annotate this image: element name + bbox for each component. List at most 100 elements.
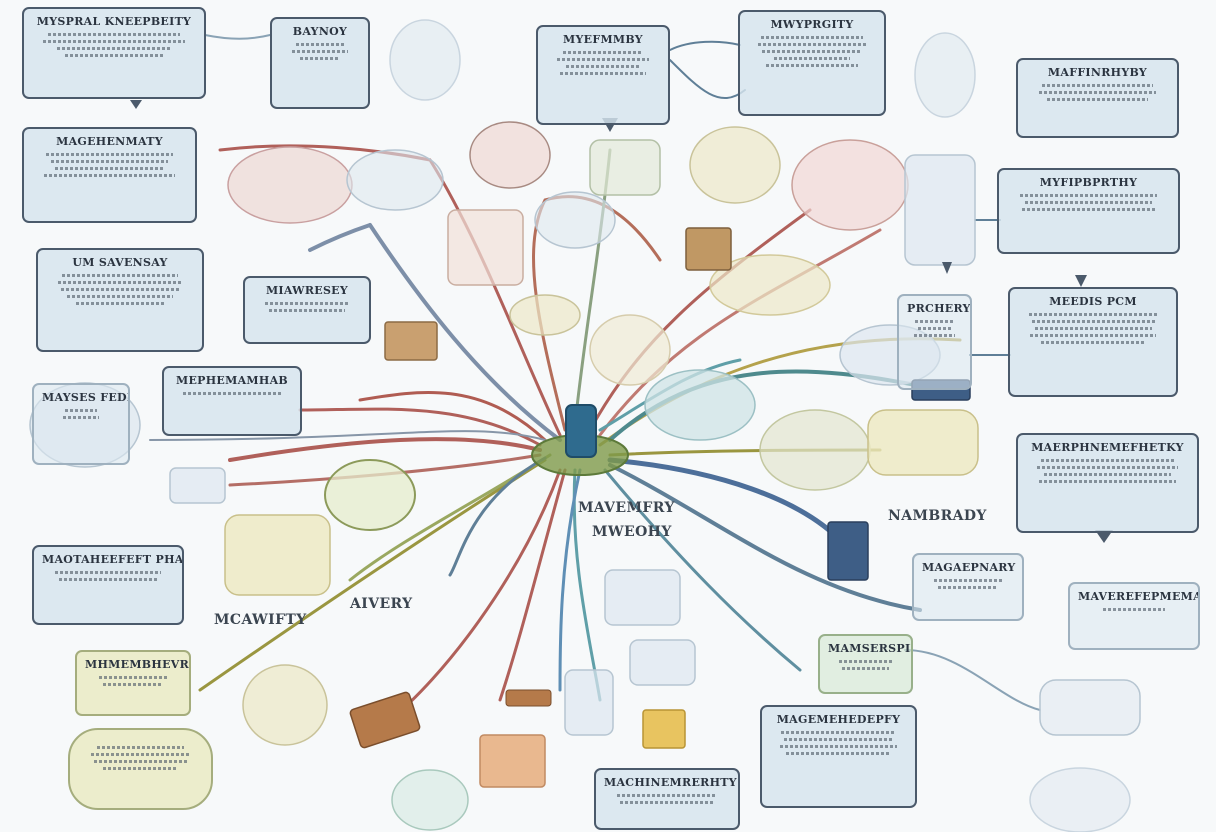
branch-label: MAVEMFRY <box>578 500 675 516</box>
concept-box-title: UM SAVENSAY <box>72 256 168 269</box>
connector <box>598 228 882 437</box>
concept-box-title: MYEFMMBY <box>563 33 643 46</box>
concept-box[interactable]: MYEFMMBY <box>536 25 670 125</box>
concept-box[interactable]: MWYPRGITY <box>738 10 886 116</box>
bubble-node <box>224 514 331 596</box>
concept-box[interactable]: MAGEHENMATY <box>22 127 197 223</box>
bubble-node <box>759 409 871 491</box>
down-arrow-icon <box>130 100 142 109</box>
concept-box[interactable]: MEEDIS PCM <box>1008 287 1178 397</box>
concept-box[interactable]: MYSPRAL KNEEPBEITY <box>22 7 206 99</box>
connector <box>558 468 582 692</box>
concept-box[interactable]: BAYNOY <box>270 17 370 109</box>
connector <box>588 208 812 432</box>
connector <box>607 457 843 543</box>
down-arrow-icon <box>1095 530 1113 543</box>
connector <box>904 649 1041 711</box>
concept-box[interactable]: PRCHERYTY <box>897 294 972 390</box>
peach-block-icon <box>479 734 546 788</box>
concept-box[interactable]: MACHINEMRERHTY <box>594 768 740 830</box>
concept-box-title: MEPHEMAMHAB <box>175 374 289 387</box>
concept-box[interactable]: MAGAEPNARY <box>912 553 1024 621</box>
bubble-node <box>914 32 976 118</box>
concept-box-title: MHMEMBHEVRS <box>85 658 191 671</box>
connector <box>448 456 547 577</box>
concept-box[interactable]: MHMEMBHEVRS <box>75 650 191 716</box>
concept-box[interactable]: MAMSERSPIPHNY <box>818 634 913 694</box>
concept-box-title: MAERPHNEMEFHETKY <box>1031 441 1184 454</box>
text-lines <box>604 794 730 804</box>
text-lines <box>770 731 907 755</box>
concept-box-title: BAYNOY <box>292 25 348 38</box>
concept-box-title: MAGEHENMATY <box>56 135 163 148</box>
concept-box[interactable]: MAERPHNEMEFHETKY <box>1016 433 1199 533</box>
connector <box>669 40 741 51</box>
down-arrow-icon <box>1075 275 1087 287</box>
bubble-node <box>629 639 696 686</box>
concept-box-title: MAGEMEHEDEPFY <box>776 713 901 726</box>
bubble-node <box>346 149 444 211</box>
bubble-node <box>1039 679 1141 736</box>
concept-box-title: MAOTAHEEFEFT PHANE <box>42 553 184 566</box>
connector <box>388 468 562 722</box>
connector <box>603 468 802 672</box>
concept-box[interactable]: UM SAVENSAY <box>36 248 204 352</box>
connector <box>608 463 922 612</box>
bubble-node <box>1029 767 1131 832</box>
text-lines <box>828 660 903 670</box>
concept-box[interactable]: MEPHEMAMHAB <box>162 366 302 436</box>
brown-block-icon <box>349 691 421 749</box>
bubble-node <box>242 664 328 746</box>
bubble-node <box>709 254 831 316</box>
concept-box-title: MWYPRGITY <box>770 18 854 31</box>
bubble-node <box>324 459 416 531</box>
concept-box[interactable]: MAVEREFEPMEMAY <box>1068 582 1200 650</box>
brown-block-icon <box>384 321 438 361</box>
concept-box-title: MAGAEPNARY <box>922 561 1016 574</box>
brown-block-icon <box>685 227 732 271</box>
bubble-node <box>389 19 461 101</box>
bubble-node <box>447 209 524 286</box>
concept-box[interactable]: MYFIPBPRTHY <box>997 168 1180 254</box>
text-lines <box>32 153 187 177</box>
bubble-node <box>904 154 976 266</box>
bubble-node <box>791 139 909 231</box>
text-lines <box>32 33 196 57</box>
concept-box[interactable]: MIAWRESEY <box>243 276 371 344</box>
concept-box-title: MAYSES FEDP <box>42 391 130 404</box>
concept-box-title: MAMSERSPIPHNY <box>828 642 911 655</box>
text-lines <box>546 51 660 75</box>
concept-box-title: MAFFINRHYBY <box>1047 66 1148 79</box>
bubble-node <box>169 467 226 504</box>
gold-block-icon <box>642 709 686 749</box>
concept-box-title: PRCHERYTY <box>907 302 971 315</box>
text-lines <box>907 320 962 337</box>
bubble-node <box>391 769 469 831</box>
bubble-node <box>534 191 616 249</box>
connector <box>204 34 271 40</box>
branch-label: NAMBRADY <box>888 508 987 524</box>
connector <box>308 223 372 252</box>
bubble-nodes <box>29 19 1141 832</box>
text-lines <box>85 676 181 686</box>
concept-box-title: MIAWRESEY <box>265 284 349 297</box>
connector <box>669 59 746 100</box>
text-lines <box>78 746 203 770</box>
concept-box[interactable]: MAYSES FEDP <box>32 383 130 465</box>
bubble-node <box>469 121 551 189</box>
bubble-node <box>867 409 979 476</box>
navy-block-icon <box>827 521 869 581</box>
connector <box>298 407 542 447</box>
concept-box[interactable]: MAFFINRHYBY <box>1016 58 1179 138</box>
concept-box[interactable]: MAOTAHEEFEFT PHANE <box>32 545 184 625</box>
bubble-node <box>564 669 614 736</box>
bubble-node <box>644 369 756 441</box>
branch-label: MCAWIFTY <box>214 612 307 628</box>
note-bubble[interactable] <box>68 728 213 810</box>
concept-box-title: MAVEREFEPMEMAY <box>1078 590 1200 603</box>
connector <box>228 437 542 462</box>
text-lines <box>1026 459 1189 483</box>
brown-block-icon <box>505 689 552 707</box>
concept-box[interactable]: MAGEMEHEDEPFY <box>760 705 917 808</box>
